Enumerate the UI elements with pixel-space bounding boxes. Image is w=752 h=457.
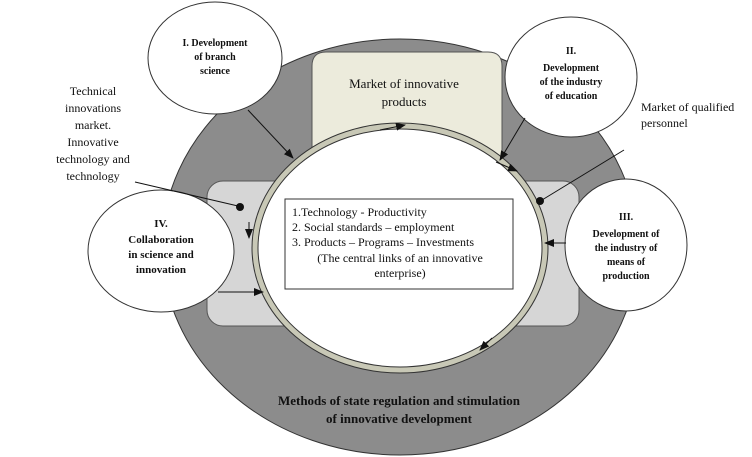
technical-innovations-label: Technical innovations market. Innovative… <box>56 84 130 183</box>
node-production-line-1: III. <box>619 212 634 223</box>
node-production-line-5: production <box>602 271 649 282</box>
central-item-3: 3. Products – Programs – Investments <box>292 235 474 249</box>
svg-text:technology and: technology and <box>56 152 130 166</box>
node-branch-science-line-3: science <box>200 66 231 77</box>
market-products-label-line-1: Market of innovative <box>349 76 459 91</box>
svg-text:Innovative: Innovative <box>67 135 118 149</box>
node-production <box>564 178 688 312</box>
node-education-line-4: of education <box>545 91 598 102</box>
central-links-box <box>284 198 514 290</box>
svg-text:market.: market. <box>75 118 111 132</box>
technical-market-pointer-dot <box>236 203 244 211</box>
central-note-line-1: (The central links of an innovative <box>317 251 483 265</box>
node-branch-science-line-1: I. Development <box>183 38 249 49</box>
methods-label-line-2: of innovative development <box>326 411 473 426</box>
svg-text:innovations: innovations <box>65 101 121 115</box>
svg-text:personnel: personnel <box>641 116 688 130</box>
qualified-personnel-pointer-line <box>541 149 625 201</box>
node-branch-science-line-2: of branch <box>194 52 236 63</box>
svg-text:Technical: Technical <box>70 84 117 98</box>
node-collaboration <box>87 189 235 313</box>
central-item-1: 1.Technology - Productivity <box>292 205 427 219</box>
node-production-line-4: means of <box>607 257 646 268</box>
node-education <box>504 16 638 138</box>
arrow-branch-science-to-center <box>247 109 294 159</box>
node-education-line-1: II. <box>566 46 577 57</box>
arrow-education-to-center <box>499 117 526 161</box>
qualified-personnel-label: Market of qualified personnel <box>641 100 734 130</box>
technical-market-pointer-line <box>134 181 239 207</box>
central-note-line-2: enterprise) <box>374 266 425 280</box>
node-collaboration-line-2: Collaboration <box>128 234 193 246</box>
node-production-line-3: the industry of <box>595 243 658 254</box>
market-products-label-line-2: products <box>382 94 427 109</box>
node-production-line-2: Development of <box>593 229 661 240</box>
node-collaboration-line-4: innovation <box>136 264 186 276</box>
arrow-bottom-cycle <box>479 337 493 351</box>
svg-text:technology: technology <box>66 169 119 183</box>
arrow-top-right-cycle <box>495 161 518 172</box>
central-item-2: 2. Social standards – employment <box>292 220 455 234</box>
node-education-line-3: of the industry <box>540 77 603 88</box>
node-education-line-2: Development <box>543 63 600 74</box>
node-branch-science <box>147 1 283 115</box>
node-collaboration-line-1: IV. <box>154 218 168 230</box>
svg-text:Market of qualified: Market of qualified <box>641 100 734 114</box>
node-collaboration-line-3: in science and <box>128 249 193 261</box>
methods-label-line-1: Methods of state regulation and stimulat… <box>278 393 521 408</box>
arrow-top-cycle <box>379 122 406 131</box>
qualified-personnel-pointer-dot <box>536 197 544 205</box>
